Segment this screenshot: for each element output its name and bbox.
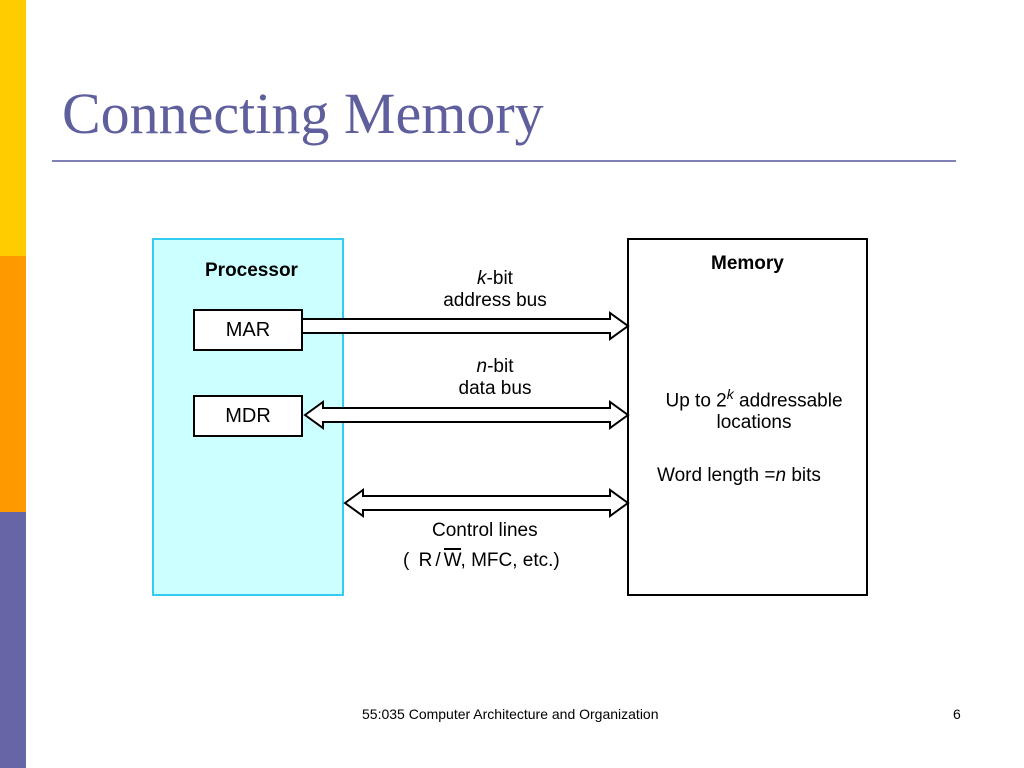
accent-bar-orange	[0, 256, 26, 512]
page-number: 6	[953, 706, 961, 722]
address-bus-var: k	[477, 268, 487, 289]
signal-slash: /	[435, 550, 441, 571]
accent-bar-yellow	[0, 0, 26, 256]
word-length-suffix: bits	[786, 465, 821, 486]
data-bus-label: n-bit data bus	[420, 356, 570, 400]
mdr-register: MDR	[193, 395, 303, 437]
slide-title: Connecting Memory	[62, 81, 544, 146]
control-signals-label: ( R/W, MFC, etc.)	[403, 548, 560, 572]
data-bus-var: n	[476, 356, 488, 377]
address-bus-arrow	[301, 311, 630, 341]
processor-label: Processor	[205, 260, 298, 281]
footer-course: 55:035 Computer Architecture and Organiz…	[362, 706, 659, 722]
locations-suffix: addressable	[733, 390, 843, 412]
memory-block	[627, 238, 868, 596]
address-bus-label: k-bit address bus	[420, 268, 570, 312]
title-rule	[52, 160, 956, 162]
data-bus-suffix: -bit	[487, 356, 514, 377]
locations-prefix: Up to 2	[665, 390, 727, 412]
data-bus-line2: data bus	[458, 378, 532, 399]
write-signal: W	[443, 550, 461, 571]
locations-exponent: k	[726, 386, 734, 402]
read-signal: R	[418, 550, 433, 571]
data-bus-arrow	[303, 400, 630, 430]
memory-locations-label: Up to 2k addressable locations	[647, 386, 861, 434]
locations-line2: locations	[716, 412, 792, 434]
address-bus-suffix: -bit	[486, 268, 513, 289]
write-signal-inverted: W	[443, 548, 461, 571]
word-length-var: n	[775, 465, 787, 486]
control-lines-arrow	[343, 488, 630, 518]
write-overbar	[443, 548, 461, 550]
control-rest: , MFC, etc.)	[460, 550, 560, 571]
word-length-prefix: Word length =	[657, 465, 776, 486]
mar-register: MAR	[193, 309, 303, 351]
control-lines-label: Control lines	[432, 520, 538, 541]
word-length-label: Word length =n bits	[657, 465, 821, 487]
memory-label: Memory	[711, 253, 784, 274]
accent-bar-purple	[0, 512, 26, 768]
address-bus-line2: address bus	[443, 290, 547, 311]
control-open-paren: (	[403, 550, 410, 571]
